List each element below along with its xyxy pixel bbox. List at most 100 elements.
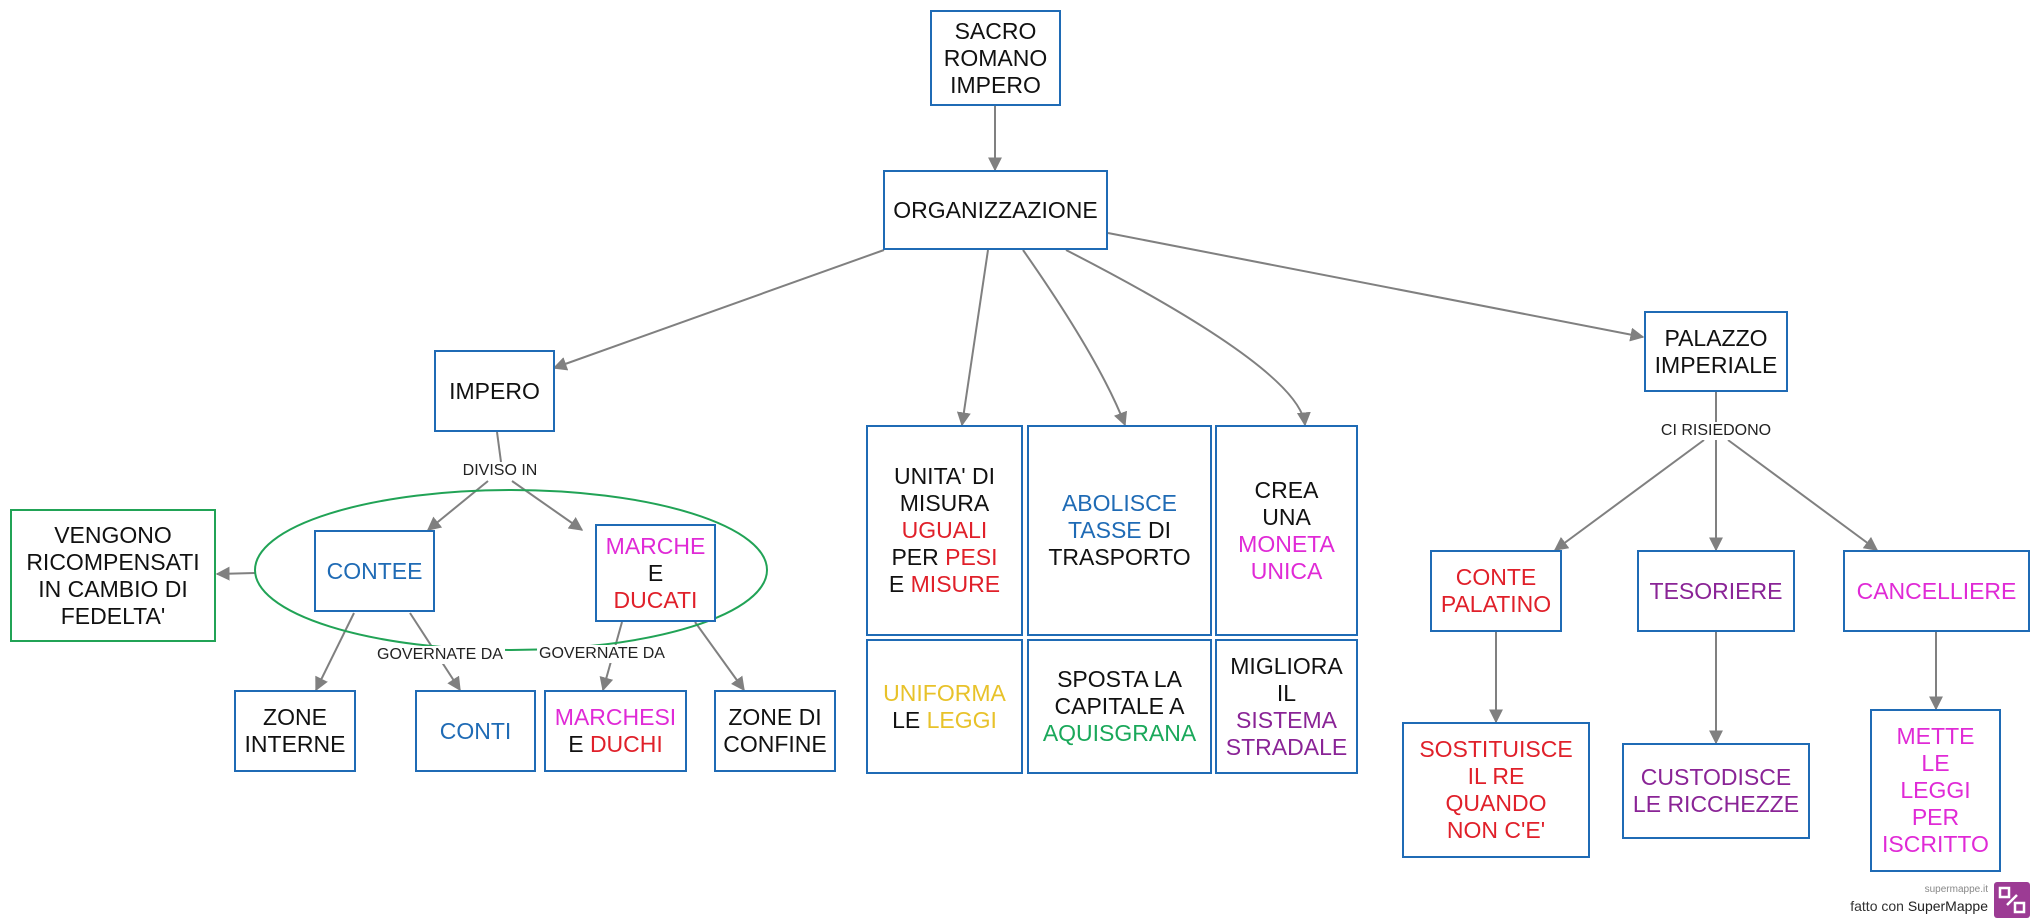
node-label-segment: DI TRASPORTO bbox=[1048, 517, 1191, 570]
node-label: ORGANIZZAZIONE bbox=[893, 197, 1097, 224]
node-conti[interactable]: CONTI bbox=[415, 690, 536, 772]
edge-risiedono-conte bbox=[1553, 439, 1705, 551]
node-label-segment: ZONE INTERNE bbox=[244, 704, 346, 757]
node-zone-di-confine[interactable]: ZONE DI CONFINE bbox=[714, 690, 836, 772]
supermappe-logo: supermappe.it fatto con SuperMappe bbox=[1850, 882, 2032, 920]
node-label: VENGONO RICOMPENSATI IN CAMBIO DI FEDELT… bbox=[26, 522, 199, 630]
node-conte-palatino[interactable]: CONTE PALATINO bbox=[1430, 550, 1562, 632]
edge-diviso-marche bbox=[511, 480, 584, 531]
node-sostituisce-il-re[interactable]: SOSTITUISCE IL RE QUANDO NON C'E' bbox=[1402, 722, 1590, 858]
logo-made-with-prefix: fatto con bbox=[1850, 898, 1908, 914]
edge-impero-diviso bbox=[496, 431, 502, 463]
edge-organizzazione-unita bbox=[956, 249, 989, 427]
label-governate-da-left: GOVERNATE DA bbox=[375, 646, 505, 664]
node-label-segment: MIGLIORA IL bbox=[1230, 652, 1343, 706]
node-label: CONTE PALATINO bbox=[1441, 564, 1551, 618]
node-label-segment: E bbox=[568, 731, 584, 757]
node-label-segment: PALAZZO IMPERIALE bbox=[1654, 324, 1778, 378]
node-label: SACRO ROMANO IMPERO bbox=[944, 18, 1048, 99]
node-label-segment: ABOLISCE TASSE bbox=[1061, 490, 1178, 543]
edge-organizzazione-abolisce bbox=[1022, 249, 1128, 427]
node-unita-di-misura[interactable]: UNITA' DI MISURA UGUALI PER PESI E MISUR… bbox=[866, 425, 1023, 636]
node-label-segment: PER bbox=[891, 544, 939, 570]
node-label: CANCELLIERE bbox=[1857, 578, 2017, 605]
node-label: ZONE DI CONFINE bbox=[723, 704, 827, 758]
node-label-segment: E bbox=[888, 571, 905, 597]
supermappe-logo-icon bbox=[1994, 882, 2030, 918]
node-palazzo-imperiale[interactable]: PALAZZO IMPERIALE bbox=[1644, 311, 1788, 392]
logo-made-with: fatto con SuperMappe bbox=[1850, 898, 1988, 914]
node-label-segment: MARCHESI bbox=[554, 704, 677, 730]
edge-organizzazione-palazzo bbox=[1107, 232, 1645, 342]
edge-risiedono-cancelliere bbox=[1727, 439, 1879, 551]
label-diviso-in: DIVISO IN bbox=[460, 462, 540, 480]
group-ellipse bbox=[254, 489, 768, 651]
node-custodisce-ricchezze[interactable]: CUSTODISCE LE RICCHEZZE bbox=[1622, 743, 1810, 839]
node-label: SOSTITUISCE IL RE QUANDO NON C'E' bbox=[1419, 736, 1572, 844]
node-label: TESORIERE bbox=[1650, 578, 1783, 605]
node-label-segment: MARCHE bbox=[605, 532, 706, 559]
node-label-segment: CUSTODISCE LE RICCHEZZE bbox=[1632, 764, 1800, 817]
node-label-segment: CONTI bbox=[439, 717, 512, 744]
node-crea-moneta[interactable]: CREA UNA MONETA UNICA bbox=[1215, 425, 1358, 636]
node-label-segment: E bbox=[647, 559, 664, 586]
node-marchesi-e-duchi[interactable]: MARCHESI E DUCHI bbox=[544, 690, 687, 772]
node-label: SPOSTA LA CAPITALE A AQUISGRANA bbox=[1043, 666, 1196, 747]
node-label: CONTI bbox=[440, 718, 512, 745]
edge-contee-zone-interne bbox=[315, 612, 355, 692]
node-label-segment: UNIFORMA bbox=[883, 679, 1006, 706]
node-label: ZONE INTERNE bbox=[245, 704, 346, 758]
node-label-segment: IMPERO bbox=[449, 377, 540, 404]
node-label: MARCHESI E DUCHI bbox=[555, 704, 676, 758]
node-label-segment: METTE LE LEGGI PER ISCRITTO bbox=[1882, 723, 1989, 857]
node-label: UNITA' DI MISURA UGUALI PER PESI E MISUR… bbox=[889, 463, 1000, 598]
node-label-segment: ORGANIZZAZIONE bbox=[893, 196, 1098, 223]
node-label-segment: UNITA' DI MISURA bbox=[893, 463, 996, 516]
node-label: CONTEE bbox=[327, 558, 423, 585]
logo-site-text: supermappe.it bbox=[1924, 884, 1988, 895]
node-impero[interactable]: IMPERO bbox=[434, 350, 555, 432]
node-label-segment: AQUISGRANA bbox=[1042, 720, 1197, 746]
node-label-segment: SOSTITUISCE IL RE QUANDO NON C'E' bbox=[1419, 736, 1573, 843]
node-zone-interne[interactable]: ZONE INTERNE bbox=[234, 690, 356, 772]
node-label-segment: VENGONO RICOMPENSATI IN CAMBIO DI FEDELT… bbox=[26, 521, 200, 629]
node-vengono-ricompensati[interactable]: VENGONO RICOMPENSATI IN CAMBIO DI FEDELT… bbox=[10, 509, 216, 642]
node-organizzazione[interactable]: ORGANIZZAZIONE bbox=[883, 170, 1108, 250]
node-label-segment: DUCATI bbox=[613, 586, 698, 613]
edge-diviso-contee bbox=[426, 480, 489, 531]
node-label-segment: CONTE PALATINO bbox=[1440, 564, 1552, 617]
node-mette-leggi[interactable]: METTE LE LEGGI PER ISCRITTO bbox=[1870, 709, 2001, 872]
node-label-segment: PESI bbox=[945, 544, 998, 570]
node-label-segment: MISURE bbox=[910, 571, 1001, 597]
node-label: MARCHE E DUCATI bbox=[606, 533, 706, 614]
node-contee[interactable]: CONTEE bbox=[314, 530, 435, 612]
node-label-segment: ZONE DI CONFINE bbox=[723, 704, 827, 757]
edge-marche-zone-confine bbox=[694, 621, 745, 692]
node-label-segment: MONETA UNICA bbox=[1238, 530, 1335, 584]
node-label-segment: CONTEE bbox=[326, 557, 423, 584]
node-tesoriere[interactable]: TESORIERE bbox=[1637, 550, 1795, 632]
node-label-segment: SPOSTA LA CAPITALE A bbox=[1054, 666, 1185, 719]
node-sacro-romano-impero[interactable]: SACRO ROMANO IMPERO bbox=[930, 10, 1061, 106]
node-label-segment: LE bbox=[892, 706, 921, 733]
node-uniforma-leggi[interactable]: UNIFORMA LE LEGGI bbox=[866, 639, 1023, 774]
edge-organizzazione-crea bbox=[1065, 249, 1311, 427]
node-label-segment: CREA UNA bbox=[1254, 476, 1319, 530]
node-label-segment: LEGGI bbox=[926, 706, 997, 733]
node-cancelliere[interactable]: CANCELLIERE bbox=[1843, 550, 2030, 632]
logo-brand: SuperMappe bbox=[1907, 898, 1988, 914]
node-migliora-sistema[interactable]: MIGLIORA IL SISTEMA STRADALE bbox=[1215, 639, 1358, 774]
edge-organizzazione-impero bbox=[552, 249, 885, 371]
node-label: CUSTODISCE LE RICCHEZZE bbox=[1633, 764, 1799, 818]
node-label: METTE LE LEGGI PER ISCRITTO bbox=[1882, 723, 1989, 858]
node-marche-e-ducati[interactable]: MARCHE E DUCATI bbox=[595, 524, 716, 622]
node-sposta-capitale[interactable]: SPOSTA LA CAPITALE A AQUISGRANA bbox=[1027, 639, 1212, 774]
node-label: CREA UNA MONETA UNICA bbox=[1238, 477, 1335, 585]
edge-group-vengono bbox=[215, 566, 257, 581]
node-abolisce-tasse[interactable]: ABOLISCE TASSE DI TRASPORTO bbox=[1027, 425, 1212, 636]
node-label-segment: SACRO ROMANO IMPERO bbox=[943, 17, 1048, 98]
node-label-segment: UGUALI bbox=[901, 517, 988, 543]
node-label: ABOLISCE TASSE DI TRASPORTO bbox=[1048, 490, 1190, 571]
node-label-segment: CANCELLIERE bbox=[1856, 577, 2017, 604]
label-governate-da-right: GOVERNATE DA bbox=[537, 645, 667, 663]
